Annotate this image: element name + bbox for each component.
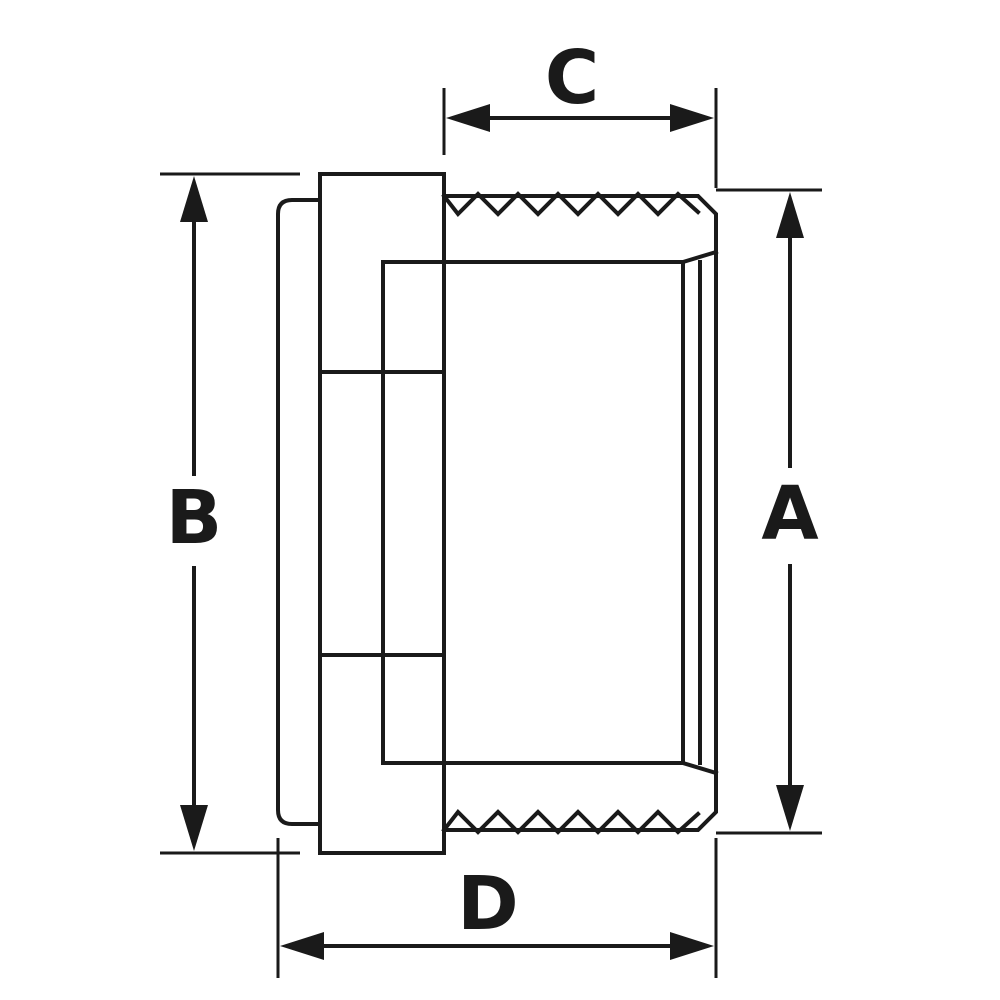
flange-lip <box>276 198 322 826</box>
thread-top <box>441 191 701 218</box>
label-b: B <box>166 475 222 561</box>
arrow-b-top <box>180 176 208 222</box>
arrow-c-left <box>446 104 490 132</box>
bushing-part <box>276 172 719 855</box>
arrow-c-right <box>670 104 714 132</box>
arrow-a-bottom <box>776 785 804 831</box>
arrow-d-left <box>280 932 324 960</box>
dimension-a: A <box>756 192 824 831</box>
label-c: C <box>545 35 599 121</box>
thread-body <box>442 194 718 832</box>
thread-bottom <box>441 808 701 835</box>
arrow-b-bottom <box>180 805 208 851</box>
dimension-b: B <box>160 176 228 851</box>
label-a: A <box>761 471 818 557</box>
label-d: D <box>457 861 518 947</box>
hex-head <box>318 172 446 855</box>
inner-bore <box>381 260 685 765</box>
dimension-d: D <box>280 861 714 960</box>
dimension-c: C <box>446 35 714 132</box>
bore-chamfer <box>680 249 719 776</box>
extension-lines <box>160 88 822 978</box>
arrow-a-top <box>776 192 804 238</box>
arrow-d-right <box>670 932 714 960</box>
